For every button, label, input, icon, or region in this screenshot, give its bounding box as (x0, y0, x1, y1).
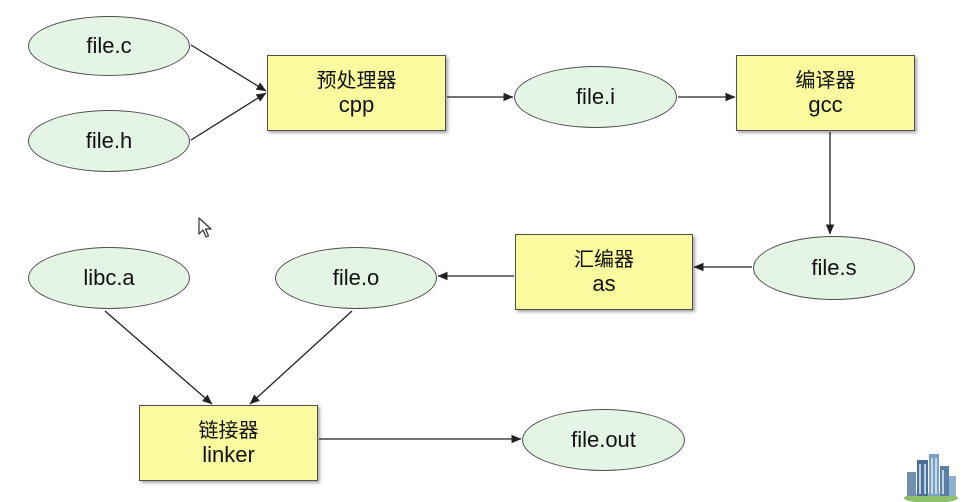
file-label: file.s (811, 255, 857, 281)
file-label: libc.a (83, 265, 135, 291)
node-file-i: file.i (514, 66, 677, 128)
process-command: linker (202, 442, 255, 468)
process-command: cpp (338, 92, 375, 118)
process-name: 预处理器 (316, 68, 397, 93)
node-file-o: file.o (275, 247, 437, 309)
node-file-c: file.c (28, 16, 190, 76)
arrow-libc-a-to-linker (104, 310, 213, 405)
node-file-out: file.out (522, 409, 685, 471)
process-command: gcc (808, 92, 843, 118)
node-file-h: file.h (28, 110, 190, 172)
arrow-file-c-to-preprocessor (190, 44, 267, 92)
file-label: file.o (332, 265, 380, 291)
edges-layer (104, 44, 835, 444)
process-name: 汇编器 (574, 247, 634, 272)
arrow-file-h-to-preprocessor (190, 92, 267, 141)
file-label: file.c (86, 33, 132, 59)
process-name: 编译器 (795, 68, 856, 93)
node-file-s: file.s (753, 236, 915, 300)
process-name: 链接器 (198, 418, 259, 443)
mouse-pointer-icon (198, 217, 212, 238)
file-label: file.out (571, 427, 636, 453)
arrow-file-o-to-linker (249, 310, 353, 405)
city-buildings-icon (904, 454, 958, 502)
file-label: file.h (85, 128, 133, 154)
file-label: file.i (575, 84, 616, 110)
process-command: as (592, 271, 616, 297)
node-libc-a: libc.a (28, 247, 190, 309)
